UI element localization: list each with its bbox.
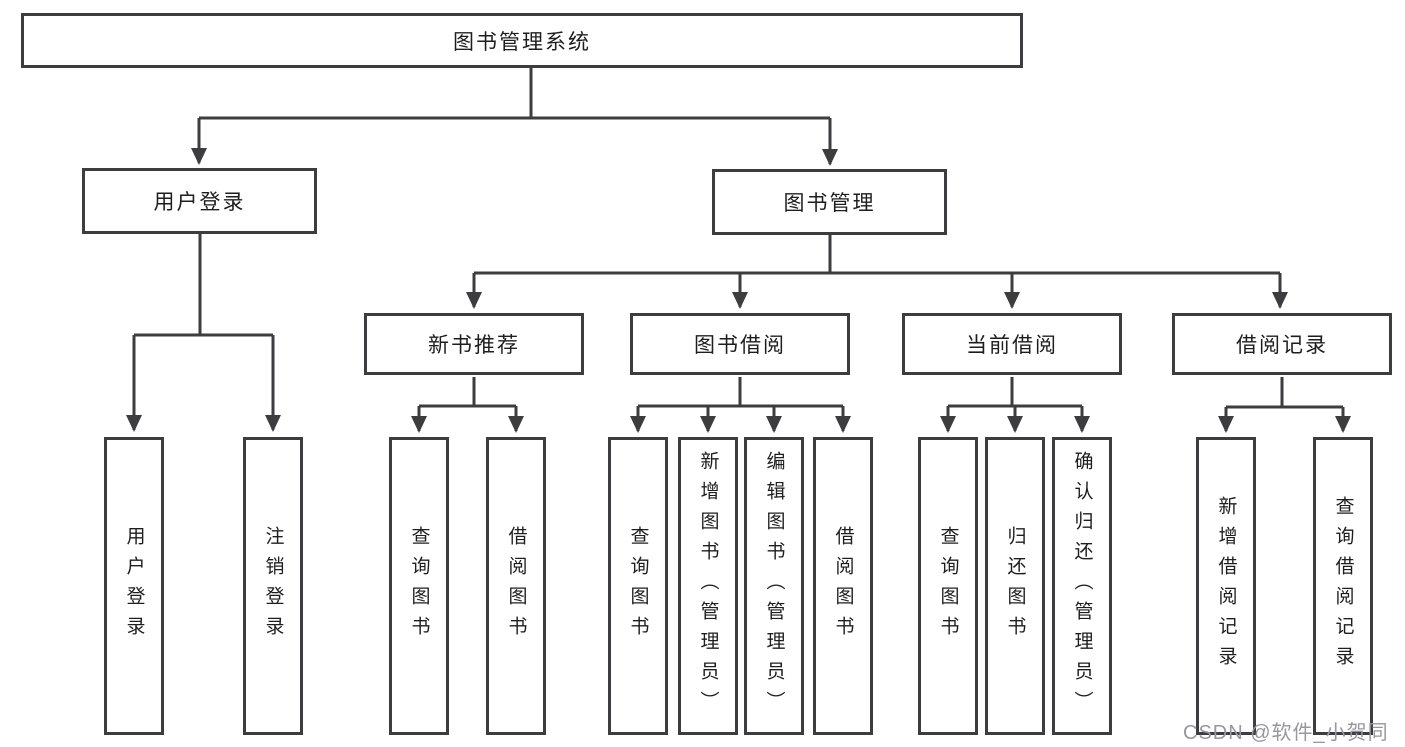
leaf-borrow-books-rec: 借阅图书 [486, 437, 546, 735]
leaf-return-book: 归还图书 [985, 437, 1045, 735]
connector-new-book-rec [411, 377, 524, 433]
leaf-label: 新增借阅记录 [1215, 496, 1237, 676]
leaf-user-login: 用户登录 [104, 437, 164, 735]
leaf-logout: 注销登录 [243, 437, 303, 735]
connector-book-borrow [630, 377, 851, 433]
leaf-query-books-rec: 查询图书 [389, 437, 449, 735]
connector-user-login [126, 234, 281, 432]
leaf-query-books-current: 查询图书 [918, 437, 978, 735]
leaf-add-borrow-record: 新增借阅记录 [1196, 437, 1256, 735]
leaf-query-borrow-record: 查询借阅记录 [1313, 437, 1373, 735]
leaf-label: 确认归还（管理员） [1071, 451, 1093, 721]
node-user-login: 用户登录 [82, 168, 317, 234]
connector-current-borrow [940, 377, 1090, 433]
leaf-label: 新增图书（管理员） [697, 451, 719, 721]
node-book-mgmt: 图书管理 [712, 169, 947, 235]
leaf-label: 借阅图书 [505, 526, 527, 646]
leaf-label: 编辑图书（管理员） [763, 451, 785, 721]
node-new-book-rec: 新书推荐 [364, 313, 584, 375]
leaf-label: 查询图书 [408, 526, 430, 646]
leaf-label: 归还图书 [1004, 526, 1026, 646]
leaf-borrow-books: 借阅图书 [813, 437, 873, 735]
leaf-label: 借阅图书 [832, 526, 854, 646]
leaf-label: 查询借阅记录 [1332, 496, 1354, 676]
connector-root [191, 68, 838, 166]
node-book-borrow: 图书借阅 [630, 313, 850, 375]
leaf-label: 查询图书 [937, 526, 959, 646]
leaf-label: 用户登录 [123, 526, 145, 646]
leaf-add-book-admin: 新增图书（管理员） [678, 437, 738, 735]
leaf-edit-book-admin: 编辑图书（管理员） [744, 437, 804, 735]
leaf-confirm-return-admin: 确认归还（管理员） [1052, 437, 1112, 735]
leaf-label: 查询图书 [627, 526, 649, 646]
csdn-watermark: CSDN @软件_小贺同学 [1183, 722, 1389, 744]
leaf-label: 注销登录 [262, 526, 284, 646]
node-borrow-records: 借阅记录 [1172, 313, 1392, 375]
connector-borrow-records [1218, 377, 1351, 433]
connector-book-mgmt [466, 235, 1288, 309]
node-current-borrow: 当前借阅 [902, 313, 1122, 375]
leaf-query-books-borrow: 查询图书 [608, 437, 668, 735]
node-root: 图书管理系统 [21, 13, 1023, 68]
